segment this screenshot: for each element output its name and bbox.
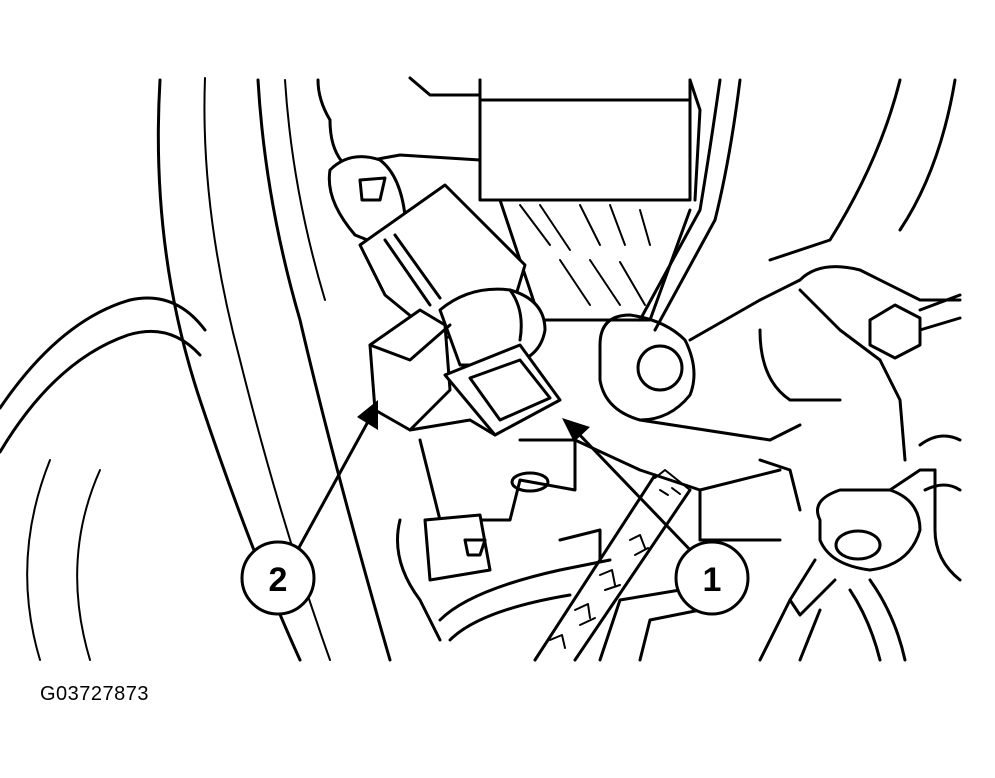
label-strip: [533, 469, 692, 662]
upper-housing: [328, 76, 957, 332]
mounting-tab: [327, 155, 407, 247]
ground-ring-terminal: [788, 434, 962, 617]
left-panel-lines: [0, 77, 392, 662]
lower-cables: [598, 578, 907, 662]
sensor-connector: [368, 308, 562, 437]
bolt-assembly: [758, 288, 962, 462]
callout-1-number: 1: [703, 561, 722, 599]
callout-2-number: 2: [269, 561, 288, 599]
lower-bracket: [396, 438, 802, 642]
callout-1: 1: [674, 540, 750, 616]
pivot-arm: [598, 265, 962, 442]
figure-id-label: G03727873: [40, 683, 150, 705]
callout-2-leader: [294, 400, 378, 554]
callout-2: 2: [240, 540, 316, 616]
callout-1-leader: [562, 418, 697, 557]
